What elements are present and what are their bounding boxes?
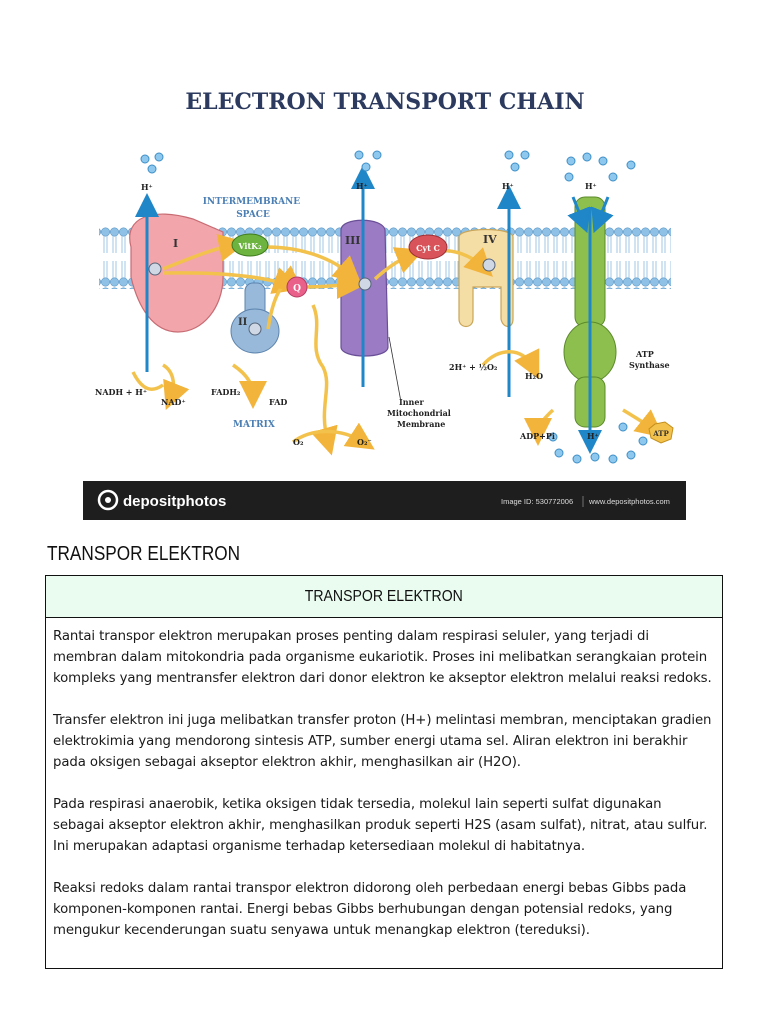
cytc-carrier: Cyt C <box>409 235 447 259</box>
inner-membrane-label: Inner Mitochondrial Membrane <box>387 397 454 429</box>
svg-text:I: I <box>173 237 178 250</box>
image-id: Image ID: 530772006 <box>501 497 573 506</box>
matrix-label: MATRIX <box>233 420 275 430</box>
fadh2-label: FADH₂ <box>211 387 241 397</box>
o2-label: O₂ <box>293 437 304 447</box>
vitk-carrier: VitK₂ <box>232 234 268 256</box>
atp-badge: ATP <box>649 422 673 443</box>
h-plus-label-5: H⁺ <box>585 181 597 191</box>
svg-text:VitK₂: VitK₂ <box>237 241 262 251</box>
card-header-title: TRANSPOR ELEKTRON <box>305 588 463 606</box>
content-card: TRANSPOR ELEKTRON Rantai transpor elektr… <box>45 575 723 969</box>
h-plus-label-3: H⁺ <box>356 181 368 191</box>
h-plus-label-6: H⁺ <box>587 431 599 441</box>
complex-4: IV <box>459 230 513 327</box>
water-reaction-label: 2H⁺ + ½O₂ <box>449 362 498 372</box>
section-heading: TRANSPOR ELEKTRON <box>47 543 240 566</box>
nadh-label: NADH + H⁺ <box>95 387 147 397</box>
svg-text:Cyt C: Cyt C <box>416 243 440 253</box>
fad-label: FAD <box>269 397 287 407</box>
intermembrane-space-label: INTERMEMBRANE SPACE <box>203 197 304 220</box>
adp-pi-label: ADP+Pi <box>519 431 555 441</box>
svg-text:ATP: ATP <box>652 429 669 438</box>
q-carrier: Q <box>287 277 307 297</box>
paragraph-3: Pada respirasi anaerobik, ketika oksigen… <box>53 794 715 857</box>
etc-diagram: ELECTRON TRANSPORT CHAIN I II III IV <box>83 47 686 520</box>
h2o-label: H₂O <box>525 371 543 381</box>
o2-minus-label: O₂⁻ <box>357 437 372 447</box>
site-url: www.depositphotos.com <box>588 497 670 506</box>
paragraph-4: Reaksi redoks dalam rantai transpor elek… <box>53 878 715 941</box>
nad-label: NAD⁺ <box>161 397 186 407</box>
svg-text:IV: IV <box>483 233 497 246</box>
h-plus-label-1: H⁺ <box>141 182 153 192</box>
svg-text:Q: Q <box>293 284 301 294</box>
brand-logo: depositphotos <box>123 493 226 510</box>
h-plus-label-4: H⁺ <box>502 181 514 191</box>
paragraph-2: Transfer elektron ini juga melibatkan tr… <box>53 710 715 773</box>
card-header: TRANSPOR ELEKTRON <box>46 576 722 618</box>
atp-synthase-label: ATP Synthase <box>629 349 670 370</box>
card-body: Rantai transpor elektron merupakan prose… <box>46 618 722 941</box>
svg-text:II: II <box>238 317 248 328</box>
paragraph-1: Rantai transpor elektron merupakan prose… <box>53 626 715 689</box>
diagram-title: ELECTRON TRANSPORT CHAIN <box>185 89 584 115</box>
watermark-bar: depositphotos Image ID: 530772006 www.de… <box>83 481 686 520</box>
svg-text:III: III <box>345 234 360 247</box>
complex-2: II <box>231 283 279 353</box>
